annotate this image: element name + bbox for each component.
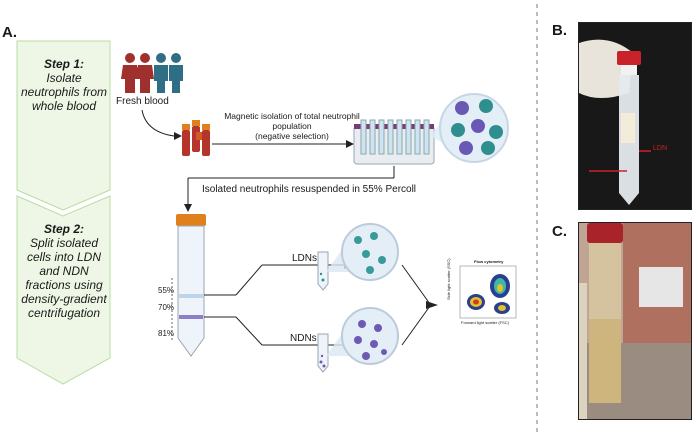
panel-label-b: B. (552, 22, 567, 39)
ldn-tube-icon (317, 251, 329, 291)
magnetic-rack-icon (353, 119, 435, 165)
photo-c (578, 222, 692, 420)
step-chevrons (16, 40, 111, 385)
step-1-title: Step 1: (43, 57, 84, 71)
magnetic-isolation-text: Magnetic isolation of total neutrophil p… (224, 111, 360, 131)
panel-label-c: C. (552, 223, 567, 240)
percoll-81-label: 81% (158, 329, 175, 338)
flow-cytometry-title: Flow cytometry (474, 259, 504, 264)
step-1-description: Isolate neutrophils from whole blood (20, 71, 108, 113)
step-2-title: Step 2: (43, 222, 84, 236)
negative-selection-text: (negative selection) (255, 131, 329, 141)
flow-cytometry-xlabel: Forward light scatter (FSC) (461, 320, 510, 325)
panel-label-a: A. (2, 24, 17, 41)
step-2-box: Step 2: Split isolated cells into LDN an… (18, 222, 110, 320)
percoll-70-label: 70% (158, 303, 175, 312)
blood-tubes-icon (182, 120, 210, 156)
percoll-55-label: 55% (158, 286, 175, 295)
panel-divider (536, 4, 538, 432)
workflow-diagram (121, 53, 517, 373)
ldns-label: LDNs (292, 253, 318, 264)
photo-b: LDN (578, 22, 692, 210)
people-icon (121, 53, 183, 93)
ndn-tube-icon (317, 333, 329, 373)
flow-cytometry-plot (459, 265, 517, 319)
ndns-label: NDNs (290, 333, 317, 344)
resuspended-label: Isolated neutrophils resuspended in 55% … (202, 184, 417, 195)
step-1-box: Step 1: Isolate neutrophils from whole b… (18, 57, 110, 113)
photo-b-ldn-label: LDN (653, 145, 668, 152)
magnetic-isolation-label: Magnetic isolation of total neutrophil p… (222, 111, 362, 141)
ndn-zoom (341, 307, 399, 365)
photo-c-image (579, 223, 691, 419)
falcon-tube-icon (171, 214, 206, 357)
isolated-neutrophils-zoom (439, 93, 509, 163)
flow-cytometry-ylabel: Side light scatter (SSC) (446, 258, 451, 300)
photo-b-image (579, 23, 691, 209)
fresh-blood-label: Fresh blood (116, 96, 169, 107)
step-2-description: Split isolated cells into LDN and NDN fr… (21, 236, 107, 320)
ldn-zoom (341, 223, 399, 281)
